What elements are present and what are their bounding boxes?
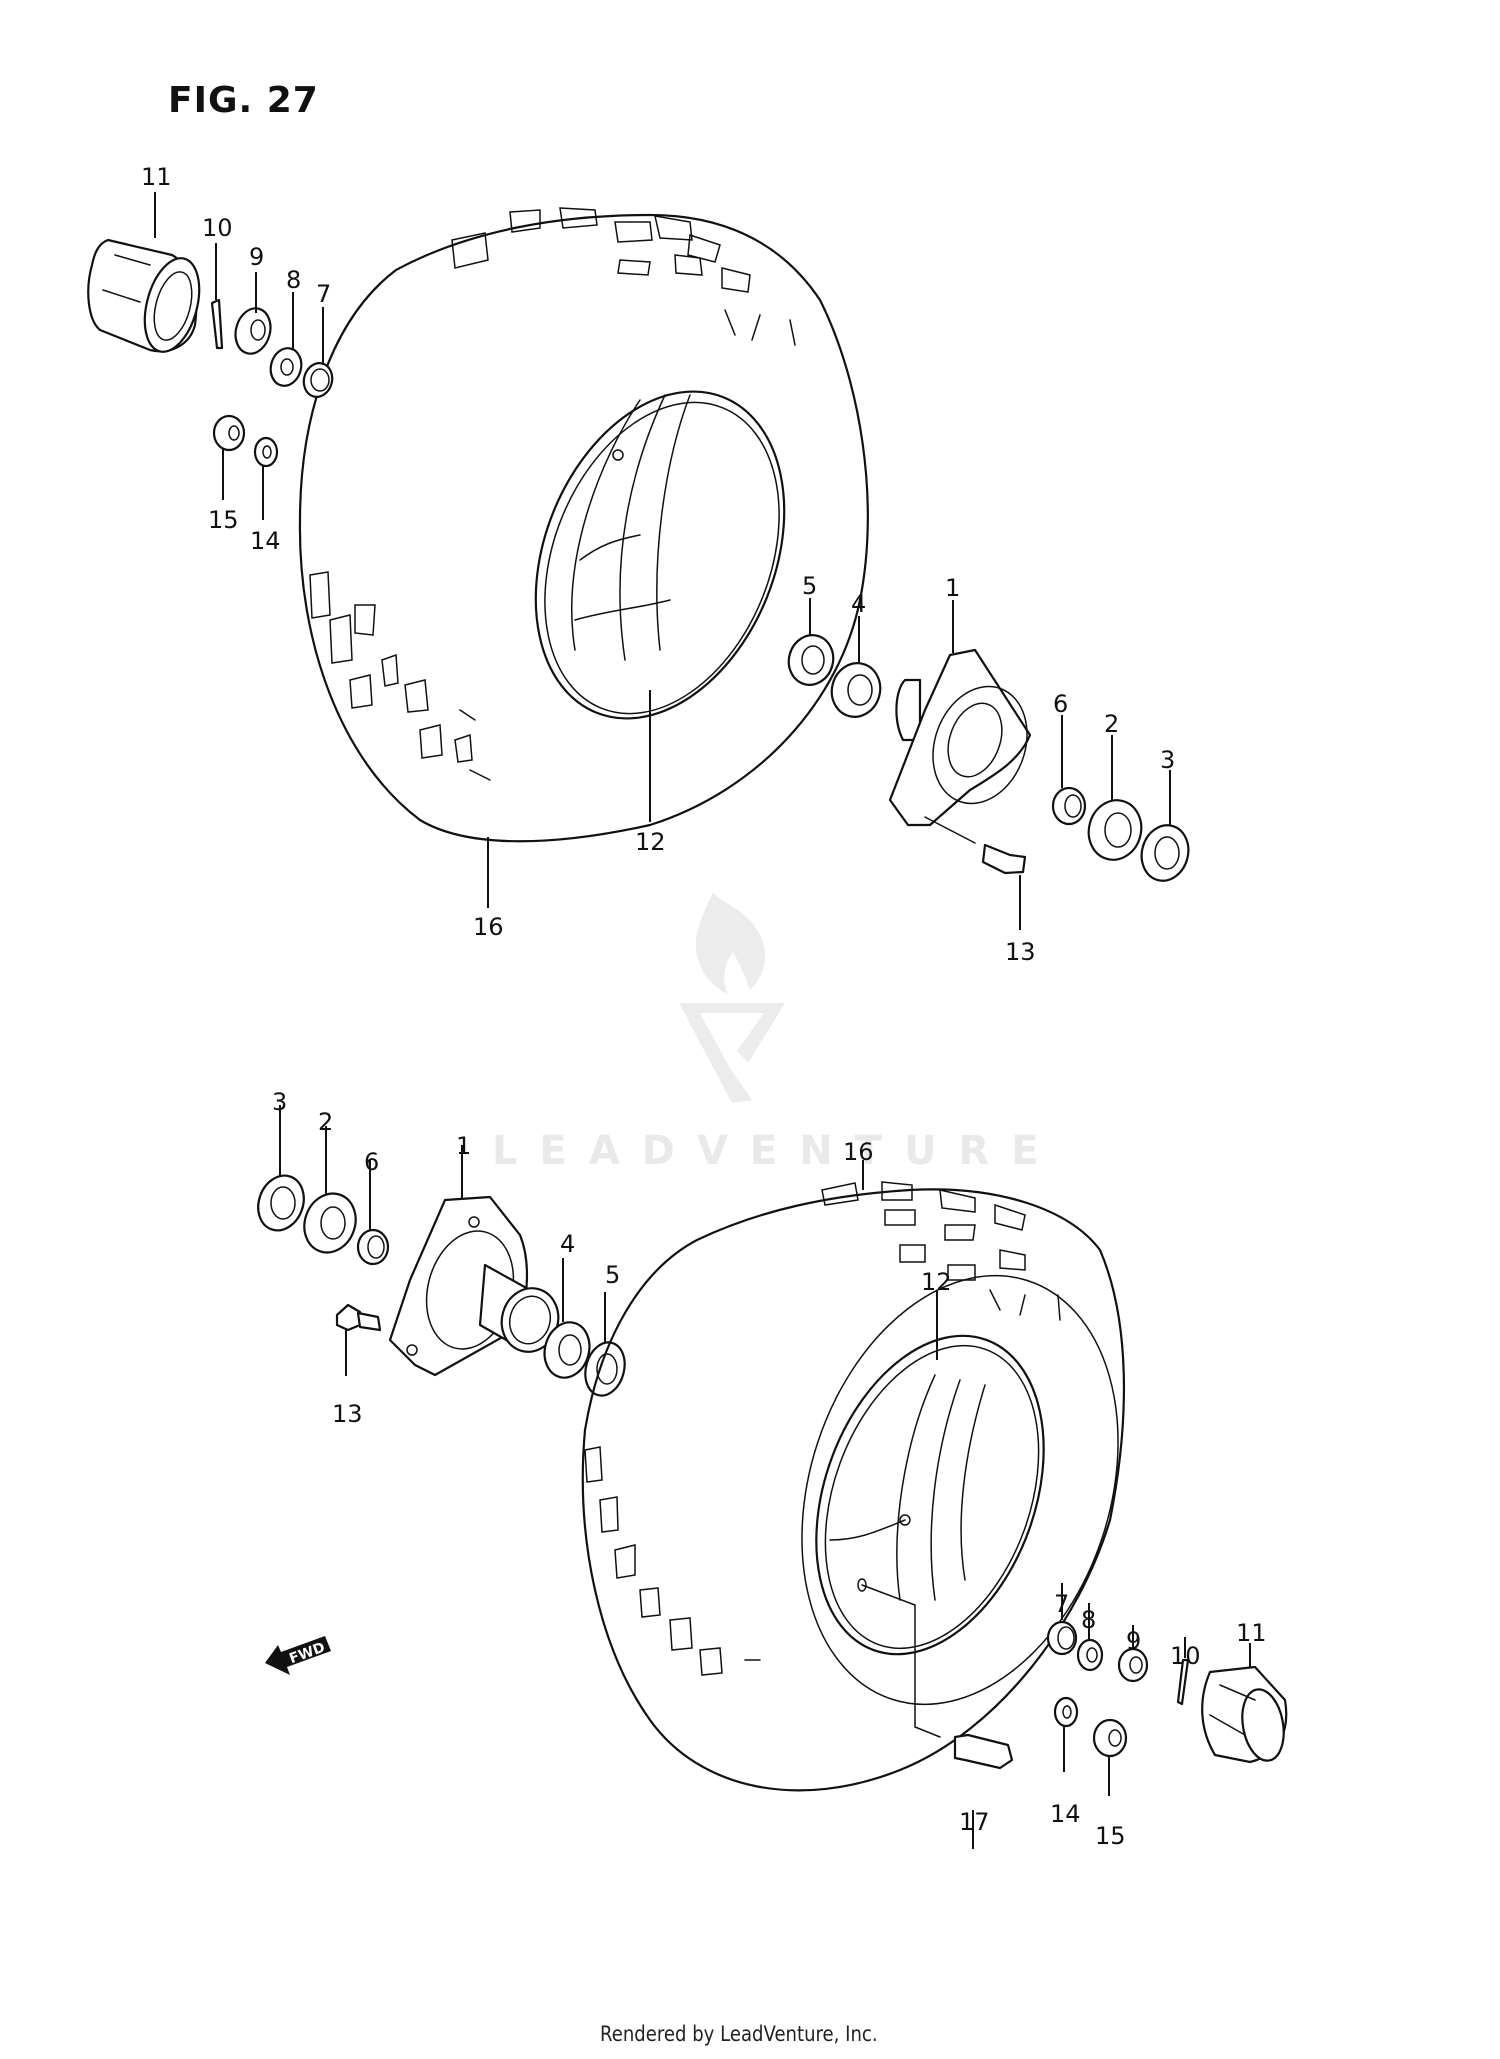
callout-10: 10 (1170, 1642, 1201, 1670)
forward-arrow-icon: FWD (265, 1636, 331, 1675)
lower-cotter-pin (1176, 1658, 1190, 1706)
lower-oil-seal-3 (257, 1174, 305, 1232)
callout-3: 3 (1160, 746, 1175, 774)
callout-10: 10 (202, 214, 233, 242)
callout-8: 8 (286, 266, 301, 294)
lower-assembly (257, 1174, 1288, 1792)
callout-2: 2 (318, 1108, 333, 1136)
callout-15: 15 (208, 506, 239, 534)
lower-washer-8 (1076, 1638, 1104, 1672)
callout-3: 3 (272, 1088, 287, 1116)
callout-13: 13 (332, 1400, 363, 1428)
lower-wheel-hub (388, 1195, 560, 1377)
upper-bearing-2 (1087, 799, 1143, 861)
callout-9: 9 (1126, 1627, 1141, 1655)
footer-credit: Rendered by LeadVenture, Inc. (600, 2022, 878, 2046)
upper-wheel-washer (253, 436, 279, 468)
upper-assembly (87, 207, 1190, 882)
callout-5: 5 (605, 1261, 620, 1289)
lower-castle-nut (1117, 1647, 1149, 1683)
callout-6: 6 (364, 1148, 379, 1176)
upper-oil-seal-3 (1140, 824, 1190, 882)
callout-1: 1 (456, 1132, 471, 1160)
callout-13: 13 (1005, 938, 1036, 966)
callout-9: 9 (249, 243, 264, 271)
upper-spacer-6 (1051, 786, 1087, 826)
callout-12: 12 (635, 828, 666, 856)
callout-14: 14 (250, 527, 281, 555)
upper-tire (298, 207, 869, 843)
upper-washer (269, 347, 303, 387)
upper-wheel-nut (212, 414, 246, 452)
lower-wheel-washer (1053, 1696, 1079, 1728)
callout-11: 11 (1236, 1619, 1267, 1647)
callout-17: 17 (959, 1808, 990, 1836)
upper-hub-bolt (924, 816, 1027, 875)
upper-cotter-pin (210, 298, 224, 350)
lower-tire (581, 1181, 1126, 1792)
lower-spacer-6 (356, 1228, 390, 1266)
lower-leader-lines (279, 1105, 1251, 1849)
upper-spacer (302, 362, 334, 398)
callout-16: 16 (473, 913, 504, 941)
callout-6: 6 (1053, 690, 1068, 718)
upper-leader-lines (154, 192, 1171, 930)
callout-2: 2 (1104, 710, 1119, 738)
callout-14: 14 (1050, 1800, 1081, 1828)
callout-11: 11 (141, 163, 172, 191)
watermark-logo-icon (679, 893, 785, 1103)
upper-hub-cap (87, 238, 201, 353)
lower-wheel-nut (1092, 1718, 1128, 1758)
figure-title: FIG. 27 (168, 80, 319, 121)
upper-callouts: 11 10 9 8 7 15 14 5 4 1 6 2 3 13 12 16 (141, 163, 1175, 966)
lower-bearing-2 (303, 1192, 357, 1254)
upper-oil-seal (787, 634, 835, 686)
callout-4: 4 (560, 1230, 575, 1258)
lower-hub-bolt (335, 1303, 382, 1332)
callout-1: 1 (945, 574, 960, 602)
callout-8: 8 (1081, 1606, 1096, 1634)
callout-4: 4 (851, 590, 866, 618)
callout-16: 16 (843, 1138, 874, 1166)
watermark-text: LEADVENTURE (492, 1128, 1061, 1174)
lower-callouts: 3 2 6 1 4 5 13 16 12 7 8 9 10 11 14 15 1… (272, 1088, 1267, 1850)
lower-hub-cap (1201, 1665, 1288, 1764)
callout-15: 15 (1095, 1822, 1126, 1850)
lower-bearing-4 (543, 1321, 591, 1379)
lower-valve (861, 1584, 1014, 1770)
lower-spacer-7 (1046, 1620, 1078, 1656)
callout-7: 7 (316, 280, 331, 308)
callout-7: 7 (1054, 1590, 1069, 1618)
callout-5: 5 (802, 572, 817, 600)
callout-12: 12 (921, 1268, 952, 1296)
upper-castle-nut (234, 307, 272, 355)
upper-wheel-hub (888, 648, 1032, 827)
upper-bearing (830, 662, 882, 718)
